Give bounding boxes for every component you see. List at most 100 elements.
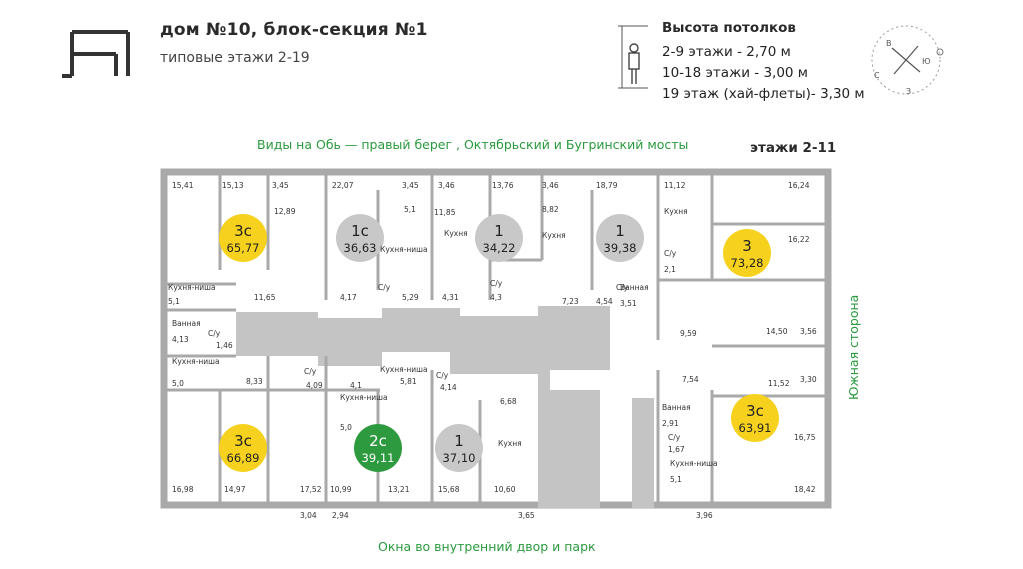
apartment-type: 3с <box>234 222 252 240</box>
room-label: 22,07 <box>332 181 354 190</box>
compass-east: В <box>886 39 892 48</box>
room-label: 18,42 <box>794 485 816 494</box>
apartment-area: 36,63 <box>344 241 377 255</box>
room-label: Кухня <box>498 439 522 448</box>
room-label: Ванная <box>172 319 201 328</box>
room-label: 11,52 <box>768 379 790 388</box>
ceiling-line: 10-18 этажи - 3,00 м <box>662 65 808 81</box>
apartment-badge <box>336 214 384 262</box>
room-label: 10,99 <box>330 485 352 494</box>
room-label: 3,30 <box>800 375 817 384</box>
room-label: 4,54 <box>596 297 613 306</box>
room-label: 4,14 <box>440 383 457 392</box>
room-label: 5,1 <box>404 205 416 214</box>
apartment-badge <box>596 214 644 262</box>
room-label: Кухня <box>542 231 566 240</box>
room-label: 3,45 <box>272 181 289 190</box>
apartment-badge <box>475 214 523 262</box>
room-label: 3,65 <box>518 511 535 520</box>
room-label: С/у <box>304 367 317 376</box>
apartment-type: 3с <box>746 402 764 420</box>
room-label: 9,59 <box>680 329 697 338</box>
room-label: 1,67 <box>668 445 685 454</box>
compass-south: Ю <box>922 57 931 66</box>
room-label: 17,52 <box>300 485 322 494</box>
room-label: 4,1 <box>350 381 362 390</box>
room-label: 8,82 <box>542 205 559 214</box>
page-subtitle: типовые этажи 2-19 <box>160 50 310 66</box>
room-label: Кухня-ниша <box>340 393 388 402</box>
room-label: 4,13 <box>172 335 189 344</box>
room-label: Кухня <box>664 207 688 216</box>
room-label: 1,46 <box>216 341 233 350</box>
apartment-type: 2с <box>369 432 387 450</box>
apartment-area: 39,11 <box>362 451 395 465</box>
apartment-badge <box>354 424 402 472</box>
room-label: 3,04 <box>300 511 317 520</box>
apartment-type: 1с <box>351 222 369 240</box>
room-label: С/у <box>616 283 629 292</box>
apartment-area: 63,91 <box>739 421 772 435</box>
floor-plan: 3с 1с 1 1 3 3с 2с 1 3с 65,77 36,63 34,22… <box>160 168 832 520</box>
view-top-label: Виды на Обь — правый берег , Октябрьский… <box>257 137 689 152</box>
floors-label: этажи 2-11 <box>750 140 837 156</box>
room-label: С/у <box>436 371 449 380</box>
apartment-badge <box>219 214 267 262</box>
room-label: 3,46 <box>438 181 455 190</box>
room-label: 10,60 <box>494 485 516 494</box>
room-label: Кухня-ниша <box>380 365 428 374</box>
room-label: С/у <box>668 433 681 442</box>
apartment-type: 3 <box>742 237 752 255</box>
apartment-type: 3с <box>234 432 252 450</box>
compass-icon: В С Ю З <box>871 25 944 96</box>
compass-west: З <box>906 87 911 96</box>
room-label: 5,0 <box>172 379 184 388</box>
ceiling-line: 19 этаж (хай-флеты)- 3,30 м <box>662 86 865 102</box>
person-height-icon <box>618 25 648 89</box>
room-label: 11,85 <box>434 208 456 217</box>
apartment-area: 39,38 <box>604 241 637 255</box>
room-label: 3,96 <box>696 511 713 520</box>
room-label: 11,65 <box>254 293 276 302</box>
apartment-area: 66,89 <box>227 451 260 465</box>
apartment-type: 1 <box>454 432 464 450</box>
room-label: 16,22 <box>788 235 810 244</box>
apartment-type: 1 <box>615 222 625 240</box>
room-label: 5,1 <box>168 297 180 306</box>
room-label: С/у <box>664 249 677 258</box>
south-side-label: Южная сторона <box>846 294 861 400</box>
room-label: Ванная <box>662 403 691 412</box>
ceiling-line: 2-9 этажи - 2,70 м <box>662 44 791 60</box>
room-label: 13,21 <box>388 485 410 494</box>
room-label: 7,54 <box>682 375 699 384</box>
room-label: 14,50 <box>766 327 788 336</box>
room-label: 15,68 <box>438 485 460 494</box>
room-label: 4,31 <box>442 293 459 302</box>
logo <box>62 30 130 78</box>
room-label: 3,51 <box>620 299 637 308</box>
room-label: 15,41 <box>172 181 194 190</box>
page-title: дом №10, блок-секция №1 <box>160 20 428 40</box>
room-label: 16,24 <box>788 181 810 190</box>
room-label: 3,45 <box>402 181 419 190</box>
view-bottom-label: Окна во внутренний двор и парк <box>378 539 596 554</box>
apartment-area: 37,10 <box>443 451 476 465</box>
room-label: 18,79 <box>596 181 618 190</box>
logo-mark <box>62 30 130 78</box>
room-label: 16,75 <box>794 433 816 442</box>
apartment-badge <box>435 424 483 472</box>
apartment-area: 65,77 <box>227 241 260 255</box>
room-label: Кухня-ниша <box>172 357 220 366</box>
apartment-area: 34,22 <box>483 241 516 255</box>
apartment-badge <box>723 229 771 277</box>
room-label: 15,13 <box>222 181 244 190</box>
apartment-badge <box>731 394 779 442</box>
room-label: 5,81 <box>400 377 417 386</box>
room-label: 8,33 <box>246 377 263 386</box>
room-label: 2,91 <box>662 419 679 428</box>
room-label: 7,23 <box>562 297 579 306</box>
room-label: Кухня-ниша <box>168 283 216 292</box>
room-label: 5,1 <box>670 475 682 484</box>
room-label: 6,68 <box>500 397 517 406</box>
